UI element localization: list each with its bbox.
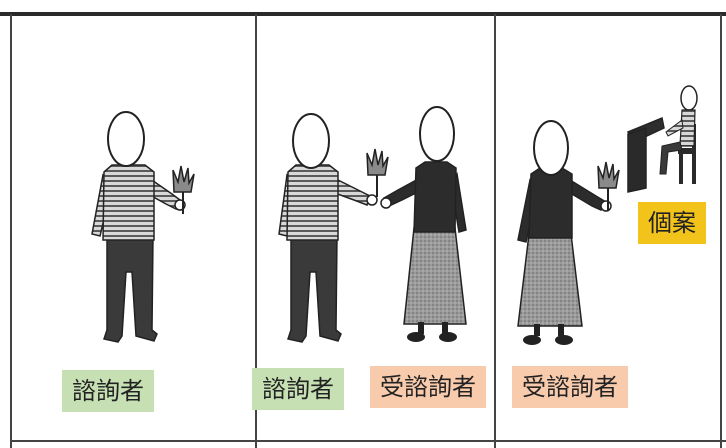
panel3-consultee-figure [517, 120, 612, 345]
frame-left-border [10, 14, 12, 448]
panel-divider-2 [494, 14, 496, 448]
panel2-consultee-label: 受諮詢者 [370, 366, 486, 408]
panel-divider-1 [255, 14, 257, 448]
panel3-client-label: 個案 [638, 202, 706, 244]
panel2-consultee-figure [380, 106, 467, 342]
frame-bottom-border [10, 440, 726, 442]
panel1-consultant-label: 諮詢者 [62, 370, 154, 412]
frame-right-border [720, 14, 722, 448]
panel2-consultant-label: 諮詢者 [252, 368, 344, 410]
panel2-consultant-figure [278, 113, 378, 343]
frame-top-border [0, 12, 726, 16]
panel3-consultee-label: 受諮詢者 [512, 366, 628, 408]
panel1-consultant-figure [91, 111, 186, 343]
panel2-flower-icon [366, 148, 389, 198]
panel3-client-desk-icon [626, 85, 698, 193]
